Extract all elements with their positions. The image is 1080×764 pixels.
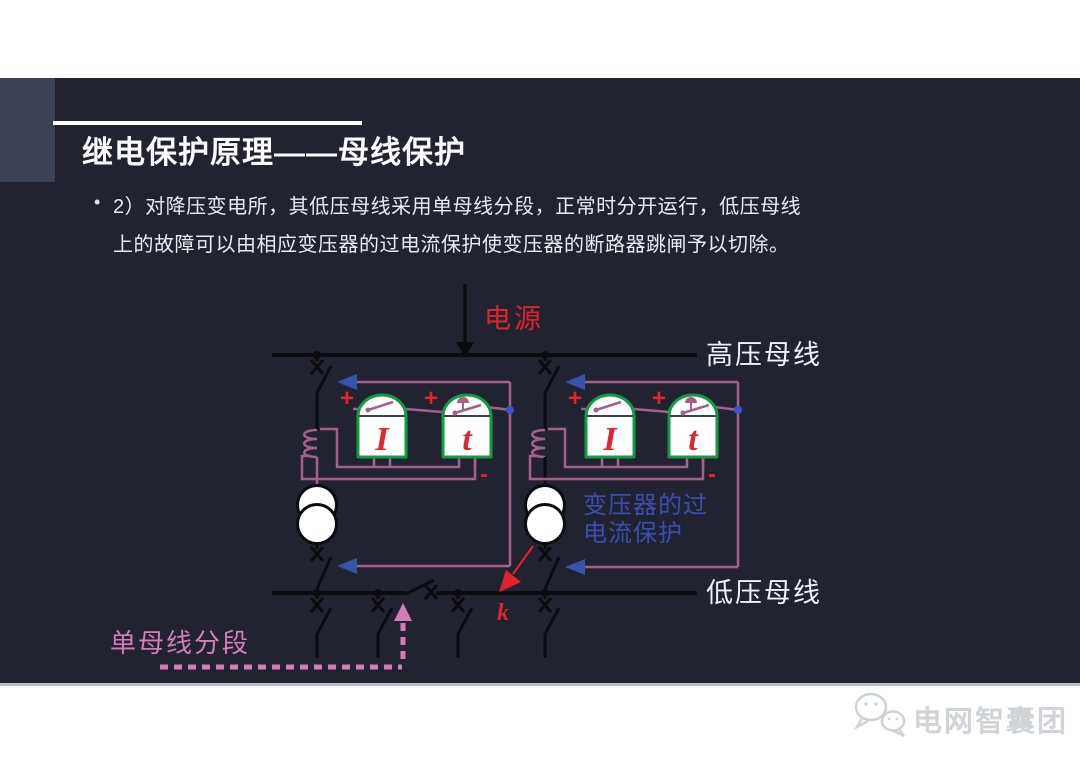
bullet-marker: • [94, 192, 101, 212]
trip-arrow-icon [565, 374, 585, 390]
current-relay: I [584, 393, 636, 459]
junction-dot [734, 406, 742, 414]
single-bus-segment-callout: 单母线分段 [110, 603, 412, 670]
source-arrow-down-icon [456, 342, 474, 357]
page-title: 继电保护原理——母线保护 [82, 135, 466, 170]
trip-arrow-icon [337, 374, 357, 390]
trip-arrow-icon [565, 559, 585, 575]
title-underline-rule [53, 121, 362, 125]
lv-bus [272, 578, 697, 600]
plus-sign: + [652, 385, 666, 412]
relay-letter-I: I [602, 421, 618, 458]
feeder [370, 593, 394, 658]
plus-sign: + [568, 385, 582, 412]
lv-feeders [309, 593, 561, 658]
feeder [309, 593, 333, 658]
body-text-line-2: 上的故障可以由相应变压器的过电流保护使变压器的断路器跳闸予以切除。 [113, 234, 790, 256]
wechat-logo-icon [853, 692, 906, 738]
slide-bottom-separator [0, 683, 1080, 686]
transformer-branch-left [296, 355, 338, 593]
time-relay: t [441, 393, 493, 459]
time-relay: t [667, 393, 719, 459]
current-relay: I [356, 393, 408, 459]
bus-tie-breaker [405, 578, 439, 600]
fault-point-label: k [497, 600, 509, 626]
watermark: 电网智囊团 [853, 692, 1068, 738]
section-arrow-icon [394, 603, 412, 621]
source-infeed [456, 284, 474, 357]
feeder [450, 593, 474, 658]
current-transformer-coil [531, 428, 546, 459]
hv-bus [272, 351, 697, 359]
relay-letter-t: t [462, 421, 473, 458]
single-bus-segment-label: 单母线分段 [110, 628, 250, 658]
feeder [537, 593, 561, 658]
relay-letter-I: I [374, 421, 390, 458]
junction-dot [506, 406, 514, 414]
current-transformer-coil [303, 428, 318, 459]
trip-arrow-icon [337, 558, 357, 574]
accent-block [0, 78, 55, 182]
bottom-white-strip [0, 686, 1080, 764]
relay-letter-t: t [688, 421, 699, 458]
plus-sign: + [340, 385, 354, 412]
transformer-branch-right [524, 355, 566, 593]
lv-bus-label: 低压母线 [706, 578, 822, 608]
slide-background [0, 78, 1080, 683]
source-label: 电源 [484, 304, 544, 334]
fault-arrow-icon [499, 570, 521, 592]
protection-group-right: I t + + - [528, 374, 742, 575]
minus-sign: - [708, 461, 716, 488]
transformer-protection-label-line1: 变压器的过 [583, 492, 708, 519]
plus-sign: + [424, 385, 438, 412]
transformer-protection-label-line2: 电流保护 [583, 520, 683, 547]
minus-sign: - [480, 461, 488, 488]
watermark-brand: 电网智囊团 [913, 705, 1068, 738]
fault-mark: k [497, 545, 534, 626]
hv-bus-label: 高压母线 [706, 340, 822, 370]
body-text-line-1: 2）对降压变电所，其低压母线采用单母线分段，正常时分开运行，低压母线 [113, 196, 802, 218]
top-white-strip [0, 0, 1080, 78]
protection-group-left: I t + + - [300, 374, 514, 574]
